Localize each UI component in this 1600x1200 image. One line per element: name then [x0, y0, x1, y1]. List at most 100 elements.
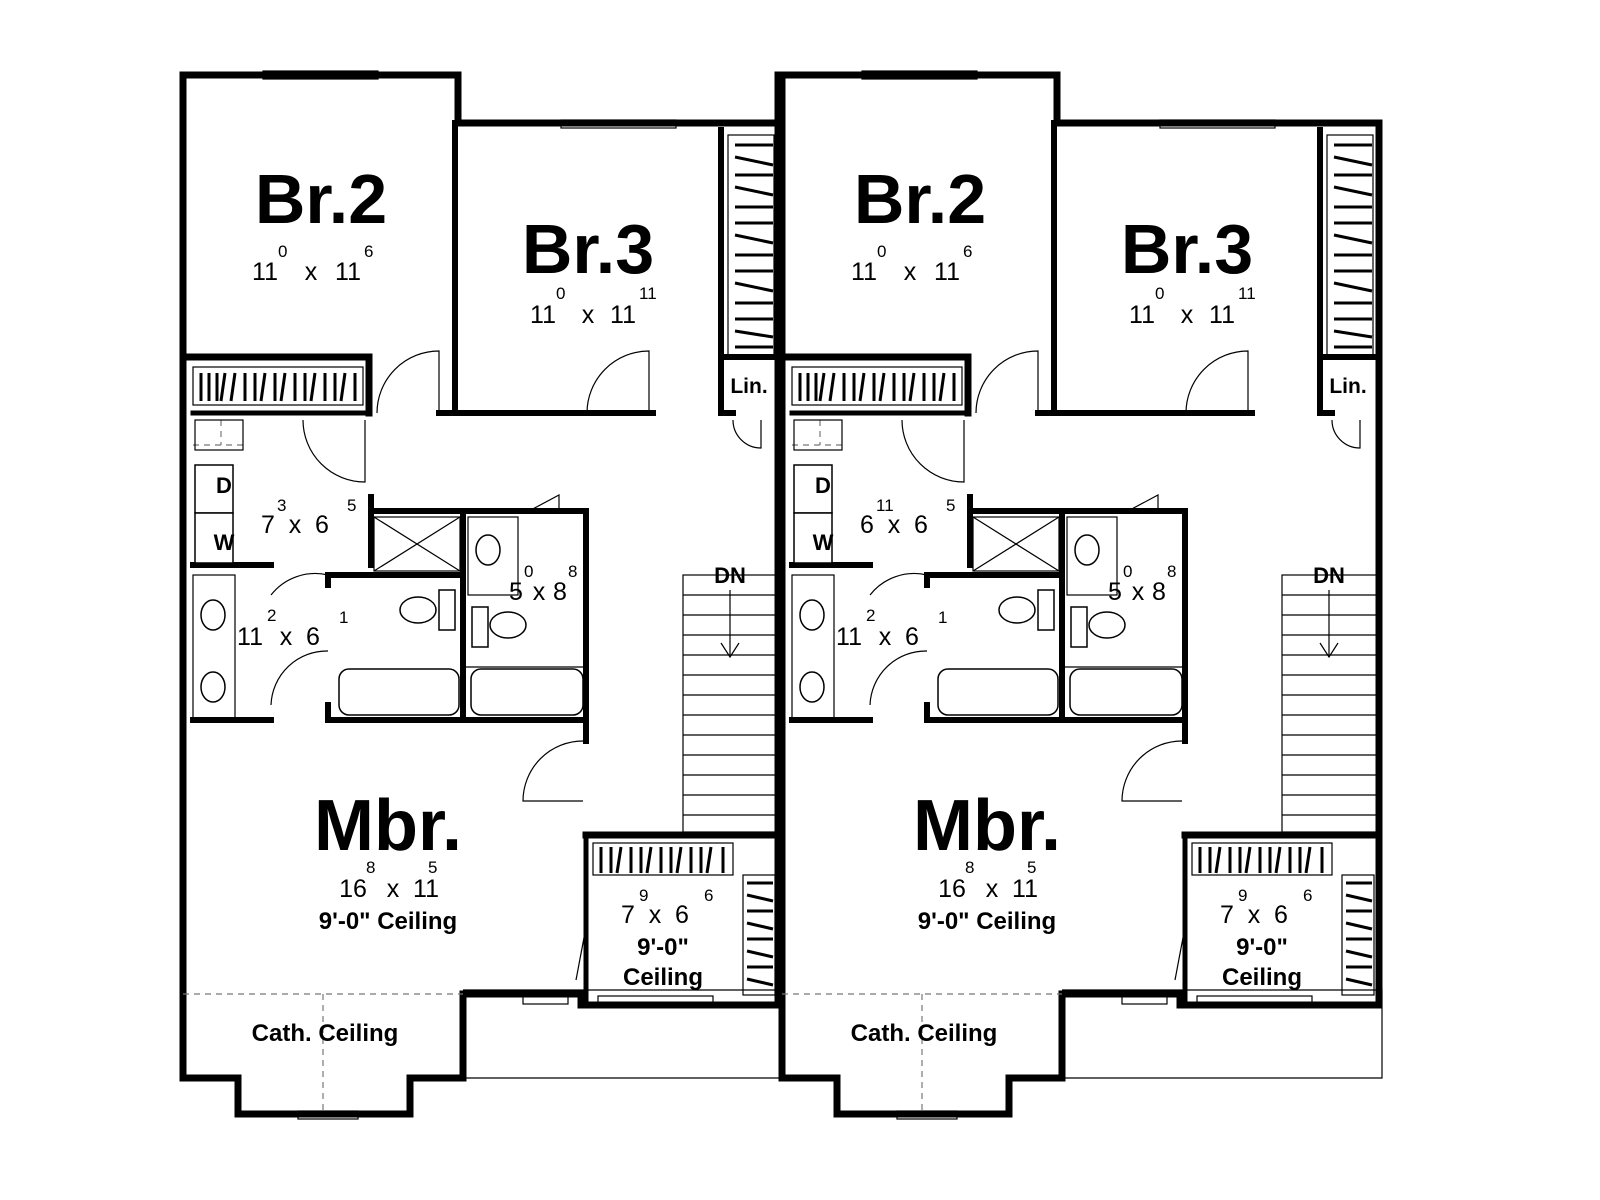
bath2-dims: 5 0 x 8 8	[1108, 562, 1176, 606]
mbr-width: 16	[339, 875, 367, 903]
br3-label: Br.3	[1121, 210, 1253, 288]
bay-ceiling-label: Cath. Ceiling	[252, 1020, 399, 1047]
unit-left: Br.2 11 0 x 11 6 Br.3 11 0 x 11 11 Lin. …	[183, 71, 783, 1119]
mbr-width-inches: 8	[366, 858, 375, 877]
bath2-depth: 8	[553, 578, 567, 606]
bath2-x: x	[533, 578, 546, 606]
br3-depth-inches: 11	[1238, 284, 1256, 303]
br3-width-inches: 0	[556, 284, 565, 303]
br3-depth-inches: 11	[639, 284, 657, 303]
br2-label: Br.2	[255, 160, 387, 238]
linen-label: Lin.	[1329, 375, 1366, 398]
bath1-depth-inches: 1	[339, 608, 348, 627]
bath2-depth-inches: 8	[568, 562, 577, 581]
mbr-label: Mbr.	[913, 786, 1061, 866]
laundry-depth: 6	[914, 511, 928, 539]
br2-width: 11	[252, 258, 278, 286]
laundry-dims: 6 11 x 6 5	[860, 496, 955, 539]
br2-dims: 11 0 x 11 6	[851, 242, 972, 286]
bath1-dims: 11 2 x 6 1	[237, 606, 348, 651]
laundry-width-inches: 3	[277, 496, 286, 515]
wic-depth: 6	[675, 901, 689, 929]
washer-label: W	[813, 530, 834, 555]
bay-ceiling-label: Cath. Ceiling	[851, 1020, 998, 1047]
bath1-depth: 6	[905, 623, 919, 651]
stair-dn-label: DN	[714, 563, 746, 588]
wic-ceiling-2: Ceiling	[623, 964, 703, 991]
br2-depth-inches: 6	[963, 242, 972, 261]
wic-ceiling-1: 9'-0"	[637, 934, 689, 961]
mbr-depth: 11	[413, 875, 439, 903]
wic-ceiling-2: Ceiling	[1222, 964, 1302, 991]
bath1-width: 11	[836, 623, 862, 651]
stair-dn-label: DN	[1313, 563, 1345, 588]
laundry-depth-inches: 5	[347, 496, 356, 515]
bath2-depth: 8	[1152, 578, 1166, 606]
bath2-x: x	[1132, 578, 1145, 606]
bath1-depth-inches: 1	[938, 608, 947, 627]
laundry-width-inches: 11	[876, 496, 894, 515]
bath2-width-inches: 0	[1123, 562, 1132, 581]
br3-depth: 11	[1209, 301, 1235, 329]
br3-width: 11	[530, 301, 556, 329]
wic-width-inches: 9	[639, 886, 648, 905]
linen-label: Lin.	[730, 375, 767, 398]
mbr-x: x	[387, 875, 400, 903]
wic-dims: 7 9 x 6 6	[1220, 886, 1312, 929]
wic-width: 7	[621, 901, 635, 929]
mbr-depth: 11	[1012, 875, 1038, 903]
br2-dims: 11 0 x 11 6	[252, 242, 373, 286]
mbr-width: 16	[938, 875, 966, 903]
mbr-ceiling: 9'-0" Ceiling	[319, 908, 457, 935]
br2-x: x	[904, 258, 917, 286]
bath2-width-inches: 0	[524, 562, 533, 581]
laundry-width: 7	[261, 511, 275, 539]
mbr-label: Mbr.	[314, 786, 462, 866]
wic-depth: 6	[1274, 901, 1288, 929]
bath1-dims: 11 2 x 6 1	[836, 606, 947, 651]
wic-depth-inches: 6	[1303, 886, 1312, 905]
bath1-width: 11	[237, 623, 263, 651]
br2-width: 11	[851, 258, 877, 286]
laundry-width: 6	[860, 511, 874, 539]
bath2-depth-inches: 8	[1167, 562, 1176, 581]
br3-width: 11	[1129, 301, 1155, 329]
br2-width-inches: 0	[278, 242, 287, 261]
br3-dims: 11 0 x 11 11	[530, 284, 657, 329]
mbr-x: x	[986, 875, 999, 903]
br2-width-inches: 0	[877, 242, 886, 261]
laundry-dims: 7 3 x 6 5	[261, 496, 356, 539]
br3-label: Br.3	[522, 210, 654, 288]
mbr-dims: 16 8 x 11 5	[938, 858, 1038, 903]
dryer-label: D	[216, 473, 232, 498]
bath1-x: x	[879, 623, 892, 651]
mbr-ceiling: 9'-0" Ceiling	[918, 908, 1056, 935]
wic-width: 7	[1220, 901, 1234, 929]
washer-label: W	[214, 530, 235, 555]
dryer-label: D	[815, 473, 831, 498]
br3-width-inches: 0	[1155, 284, 1164, 303]
mbr-dims: 16 8 x 11 5	[339, 858, 439, 903]
br2-depth-inches: 6	[364, 242, 373, 261]
bath1-width-inches: 2	[267, 606, 276, 625]
wic-dims: 7 9 x 6 6	[621, 886, 713, 929]
bath1-depth: 6	[306, 623, 320, 651]
unit-right: Br.2 11 0 x 11 6 Br.3 11 0 x 11 11 Lin. …	[782, 71, 1382, 1119]
bath2-dims: 5 0 x 8 8	[509, 562, 577, 606]
wic-width-inches: 9	[1238, 886, 1247, 905]
br2-depth: 11	[335, 258, 361, 286]
laundry-depth: 6	[315, 511, 329, 539]
br3-dims: 11 0 x 11 11	[1129, 284, 1256, 329]
laundry-x: x	[289, 511, 302, 539]
wic-depth-inches: 6	[704, 886, 713, 905]
br3-depth: 11	[610, 301, 636, 329]
br2-depth: 11	[934, 258, 960, 286]
br2-label: Br.2	[854, 160, 986, 238]
mbr-width-inches: 8	[965, 858, 974, 877]
mbr-depth-inches: 5	[428, 858, 437, 877]
mbr-depth-inches: 5	[1027, 858, 1036, 877]
wic-ceiling-1: 9'-0"	[1236, 934, 1288, 961]
br3-x: x	[1181, 301, 1194, 329]
br3-x: x	[582, 301, 595, 329]
